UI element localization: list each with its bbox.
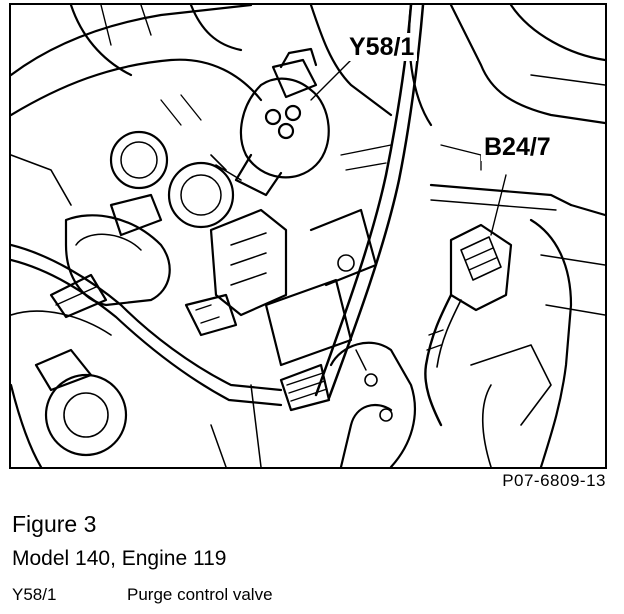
legend-row: Y58/1 Purge control valve — [12, 585, 612, 605]
figure-model: Model 140, Engine 119 — [12, 547, 227, 570]
legend-code: Y58/1 — [12, 585, 57, 604]
leader-line-sensor — [490, 174, 507, 236]
leader-line-purge-valve — [310, 54, 357, 101]
figure-code: P07-6809-13 — [502, 471, 606, 490]
engine-illustration: Y58/1 B24/7 — [9, 3, 607, 469]
callout-sensor: B24/7 — [481, 133, 554, 161]
sensor — [424, 223, 513, 427]
legend-description: Purge control valve — [127, 585, 273, 604]
figure-title: Figure 3 — [12, 511, 97, 537]
callout-purge-valve: Y58/1 — [346, 33, 418, 61]
engine-line-drawing — [11, 5, 605, 467]
purge-control-valve — [210, 47, 330, 197]
